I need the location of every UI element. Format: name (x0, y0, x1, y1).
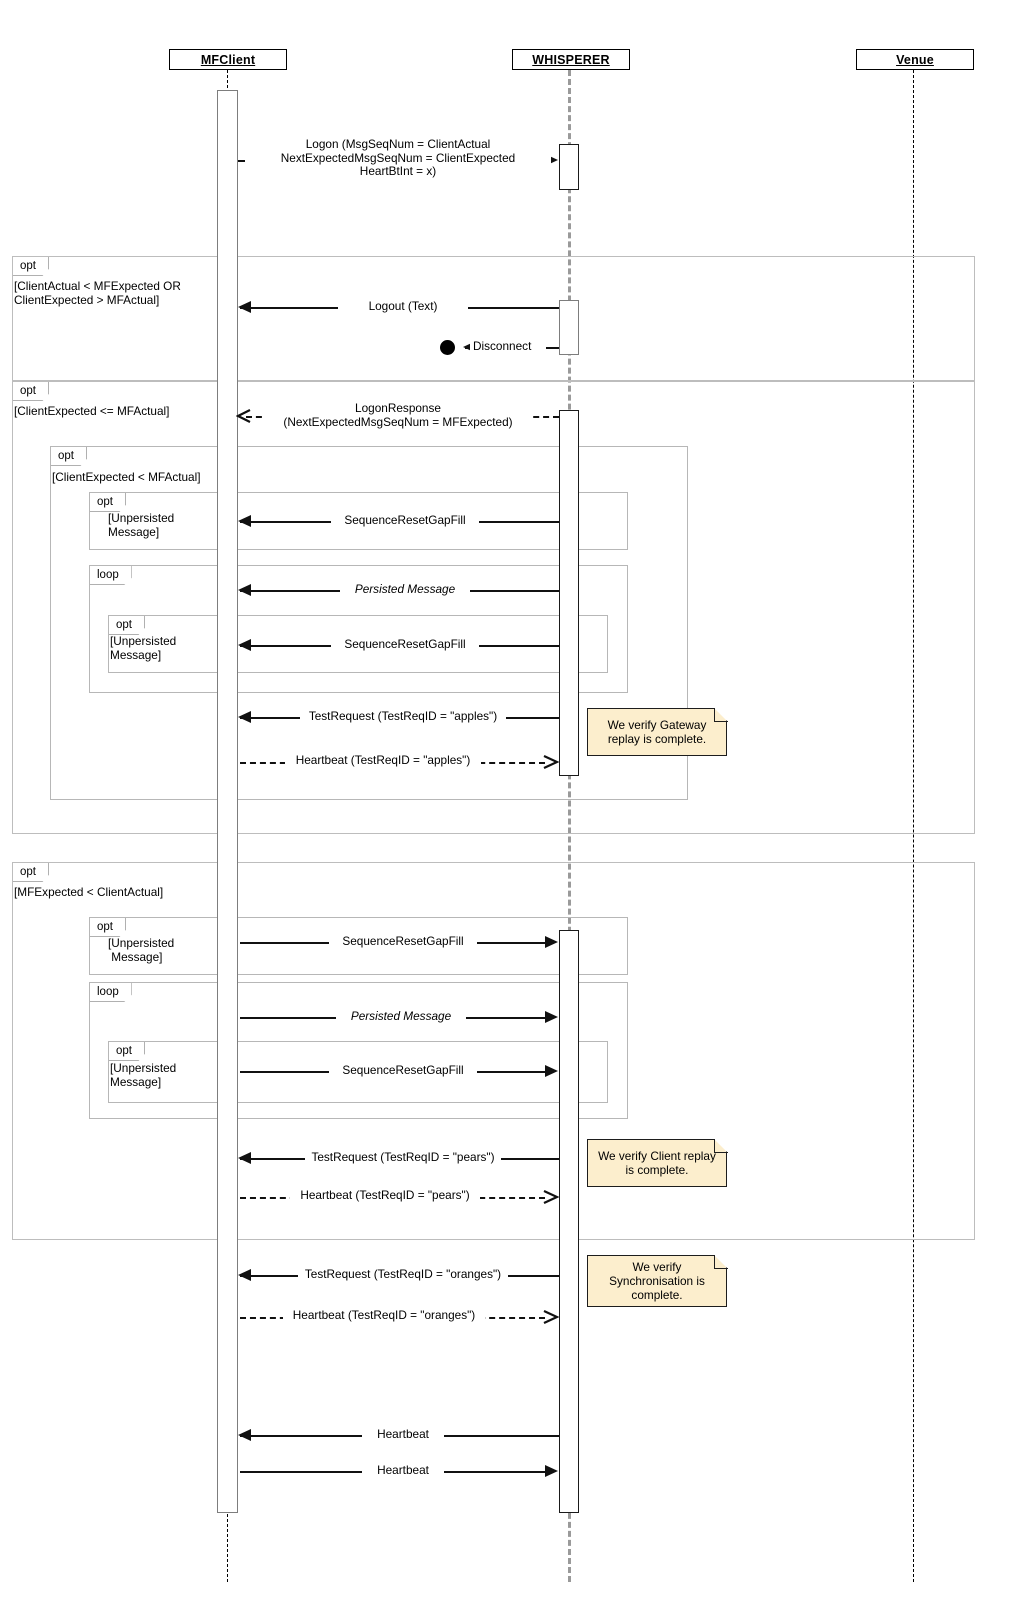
activation-whisperer-logon (559, 144, 579, 190)
message-label-disconnect: Disconnect (470, 339, 546, 354)
fragment-guard-opt-gateway: [ClientExpected < MFActual] (52, 470, 201, 484)
lifeline-header-mfclient[interactable]: MFClient (169, 49, 287, 70)
fragment-operator-label: opt (90, 493, 126, 512)
fragment-guard-opt-logon-ok: [ClientExpected <= MFActual] (14, 404, 170, 418)
fragment-opt-client: opt (12, 862, 975, 1240)
arrowhead-logout (238, 301, 251, 313)
fragment-opt-gateway: opt (50, 446, 688, 800)
arrowhead-srgf-4 (545, 1065, 558, 1077)
fragment-operator-label: opt (109, 616, 145, 635)
lifeline-header-venue[interactable]: Venue (856, 49, 974, 70)
stop-marker-icon (440, 340, 455, 355)
fragment-guard-opt-unpersisted-4: [Unpersisted Message] (110, 1061, 177, 1090)
message-label-heartbeat-pears: Heartbeat (TestReqID = "pears") (290, 1188, 480, 1203)
fragment-operator-label: opt (13, 257, 49, 276)
fragment-opt-unpersisted-3: opt (89, 917, 628, 975)
fragment-guard-opt-client: [MFExpected < ClientActual] (14, 885, 164, 899)
activation-whisperer-sync (559, 930, 579, 1513)
message-label-srgf-2: SequenceResetGapFill (331, 637, 479, 652)
message-label-srgf-3: SequenceResetGapFill (329, 934, 477, 949)
note-text: We verify Synchronisation is complete. (609, 1260, 705, 1302)
activation-mfclient (217, 90, 238, 1513)
fragment-operator-label: opt (13, 382, 49, 401)
fragment-opt-logon-ok: opt (12, 381, 975, 834)
message-label-heartbeat-oranges: Heartbeat (TestReqID = "oranges") (283, 1308, 485, 1323)
arrowhead-persisted-2 (545, 1011, 558, 1023)
arrowhead-heartbeat-in (238, 1429, 251, 1441)
fragment-guard-opt-unpersisted-3: [Unpersisted Message] (108, 936, 175, 965)
message-label-persisted-1: Persisted Message (340, 582, 470, 597)
fragment-operator-label: opt (51, 447, 87, 466)
message-label-heartbeat-apples: Heartbeat (TestReqID = "apples") (285, 753, 481, 768)
arrowhead-heartbeat-out (545, 1465, 558, 1477)
message-label-testrequest-oranges: TestRequest (TestReqID = "oranges") (298, 1267, 508, 1282)
fragment-opt-logout: opt (12, 256, 975, 381)
lifeline-venue (913, 70, 914, 1582)
fragment-operator-label: loop (90, 983, 132, 1002)
arrowhead-heartbeat-pears (541, 1190, 559, 1204)
note-gateway-replay: We verify Gateway replay is complete. (587, 708, 727, 756)
fragment-loop-2: loop (89, 982, 628, 1119)
note-text: We verify Client replay is complete. (598, 1149, 716, 1177)
message-label-heartbeat-out: Heartbeat (362, 1463, 444, 1478)
fragment-operator-label: opt (90, 918, 126, 937)
arrowhead-testrequest-pears (238, 1152, 251, 1164)
note-synchronisation: We verify Synchronisation is complete. (587, 1255, 727, 1307)
fragment-operator-label: opt (13, 863, 49, 882)
arrowhead-persisted-1 (238, 584, 251, 596)
arrowhead-srgf-3 (545, 936, 558, 948)
message-label-testrequest-pears: TestRequest (TestReqID = "pears") (305, 1150, 501, 1165)
fragment-guard-opt-logout: [ClientActual < MFExpected OR ClientExpe… (14, 279, 181, 308)
activation-whisperer-logout (559, 300, 579, 355)
lifeline-label-mfclient: MFClient (200, 52, 256, 67)
fragment-opt-unpersisted-1: opt (89, 492, 628, 550)
arrowhead-testrequest-apples (238, 711, 251, 723)
fragment-operator-label: opt (109, 1042, 145, 1061)
arrowhead-testrequest-oranges (238, 1269, 251, 1281)
note-text: We verify Gateway replay is complete. (607, 718, 707, 746)
fragment-operator-label: loop (90, 566, 132, 585)
fragment-guard-opt-unpersisted-2: [Unpersisted Message] (110, 634, 177, 663)
message-label-heartbeat-in: Heartbeat (362, 1427, 444, 1442)
arrowhead-heartbeat-apples (541, 755, 559, 769)
note-fold-corner-icon (714, 1255, 728, 1269)
fragment-opt-unpersisted-2: opt (108, 615, 608, 673)
lifeline-header-whisperer[interactable]: WHISPERER (512, 49, 630, 70)
lifeline-label-whisperer: WHISPERER (532, 52, 610, 67)
arrowhead-srgf-2 (238, 639, 251, 651)
fragment-loop-1: loop (89, 565, 628, 693)
arrowhead-logonresponse (236, 409, 251, 423)
message-label-logout: Logout (Text) (338, 299, 468, 314)
fragment-opt-unpersisted-4: opt (108, 1041, 608, 1103)
arrowhead-srgf-1 (238, 515, 251, 527)
message-label-srgf-4: SequenceResetGapFill (329, 1063, 477, 1078)
message-label-testrequest-apples: TestRequest (TestReqID = "apples") (300, 709, 506, 724)
lifeline-whisperer (568, 70, 571, 1582)
note-fold-corner-icon (714, 1139, 728, 1153)
message-label-persisted-2: Persisted Message (336, 1009, 466, 1024)
message-label-logon: Logon (MsgSeqNum = ClientActual NextExpe… (245, 137, 551, 179)
message-label-srgf-1: SequenceResetGapFill (331, 513, 479, 528)
lifeline-label-venue: Venue (896, 52, 934, 67)
note-client-replay: We verify Client replay is complete. (587, 1139, 727, 1187)
arrowhead-heartbeat-oranges (541, 1310, 559, 1324)
activation-whisperer-replay (559, 410, 579, 776)
note-fold-corner-icon (714, 708, 728, 722)
message-label-logonresponse: LogonResponse (NextExpectedMsgSeqNum = M… (265, 401, 531, 430)
fragment-guard-opt-unpersisted-1: [Unpersisted Message] (108, 511, 175, 540)
